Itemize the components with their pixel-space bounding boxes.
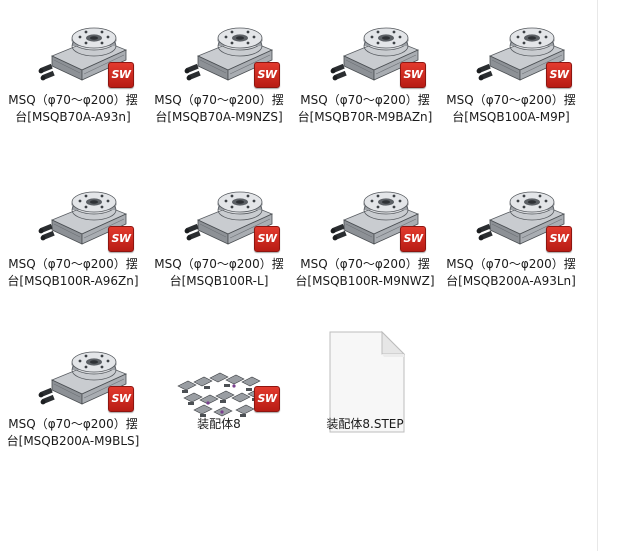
file-thumbnail: SW xyxy=(146,170,292,252)
file-name-label: MSQ（φ70～φ200）摆台[MSQB70R-M9BAZn] xyxy=(297,93,433,124)
badge-text: SW xyxy=(549,232,569,245)
step-file-item[interactable]: 装配体8.STEP xyxy=(292,330,438,480)
badge-text: SW xyxy=(257,232,277,245)
rotary-table-icon xyxy=(476,27,566,81)
file-thumbnail xyxy=(292,330,438,433)
file-name-label: MSQ（φ70～φ200）摆台[MSQB100A-M9P] xyxy=(446,93,576,124)
part-file-item[interactable]: SW MSQ（φ70～φ200）摆台[MSQB100R-L] xyxy=(146,170,292,320)
part-file-item[interactable]: SW MSQ（φ70～φ200）摆台[MSQB70R-M9BAZn] xyxy=(292,6,438,156)
file-thumbnail: SW xyxy=(146,6,292,88)
file-thumbnail: SW xyxy=(292,170,438,252)
rotary-table-icon xyxy=(330,27,420,81)
file-thumbnail: SW xyxy=(146,330,292,417)
file-thumbnail: SW xyxy=(438,6,584,88)
file-name-label: MSQ（φ70～φ200）摆台[MSQB100R-L] xyxy=(154,257,284,288)
rotary-table-icon xyxy=(38,191,128,245)
solidworks-badge-icon: SW xyxy=(400,226,426,252)
rotary-table-icon xyxy=(38,351,128,405)
badge-text: SW xyxy=(403,68,423,81)
solidworks-badge-icon: SW xyxy=(254,226,280,252)
file-name-label: 装配体8.STEP xyxy=(326,417,404,431)
file-thumbnail: SW xyxy=(0,170,146,252)
solidworks-badge-icon: SW xyxy=(108,386,134,412)
file-name-label: MSQ（φ70～φ200）摆台[MSQB70A-A93n] xyxy=(8,93,138,124)
scrollbar-track[interactable] xyxy=(597,0,598,551)
badge-text: SW xyxy=(257,68,277,81)
rotary-table-icon xyxy=(184,191,274,245)
rotary-table-icon xyxy=(38,27,128,81)
badge-text: SW xyxy=(257,392,277,405)
part-file-item[interactable]: SW MSQ（φ70～φ200）摆台[MSQB200A-A93Ln] xyxy=(438,170,584,320)
file-grid: SW MSQ（φ70～φ200）摆台[MSQB70A-A93n] SW MSQ（φ7… xyxy=(0,0,598,551)
file-name-label: 装配体8 xyxy=(197,417,241,431)
document-icon xyxy=(329,330,406,433)
badge-text: SW xyxy=(403,232,423,245)
file-thumbnail: SW xyxy=(0,6,146,88)
rotary-table-icon xyxy=(476,191,566,245)
file-name-label: MSQ（φ70～φ200）摆台[MSQB200A-A93Ln] xyxy=(446,257,576,288)
badge-text: SW xyxy=(111,68,131,81)
badge-text: SW xyxy=(111,232,131,245)
part-file-item[interactable]: SW MSQ（φ70～φ200）摆台[MSQB100A-M9P] xyxy=(438,6,584,156)
solidworks-badge-icon: SW xyxy=(546,62,572,88)
solidworks-badge-icon: SW xyxy=(400,62,426,88)
file-name-label: MSQ（φ70～φ200）摆台[MSQB100R-M9NWZ] xyxy=(295,257,435,288)
rotary-table-icon xyxy=(184,27,274,81)
part-file-item[interactable]: SW MSQ（φ70～φ200）摆台[MSQB70A-A93n] xyxy=(0,6,146,156)
solidworks-badge-icon: SW xyxy=(546,226,572,252)
file-thumbnail: SW xyxy=(0,330,146,412)
part-file-item[interactable]: SW MSQ（φ70～φ200）摆台[MSQB200A-M9BLS] xyxy=(0,330,146,480)
file-thumbnail: SW xyxy=(292,6,438,88)
solidworks-badge-icon: SW xyxy=(108,226,134,252)
part-file-item[interactable]: SW MSQ（φ70～φ200）摆台[MSQB70A-M9NZS] xyxy=(146,6,292,156)
assembly-file-item[interactable]: SW 装配体8 xyxy=(146,330,292,480)
solidworks-badge-icon: SW xyxy=(254,386,280,412)
badge-text: SW xyxy=(111,392,131,405)
solidworks-badge-icon: SW xyxy=(254,62,280,88)
file-name-label: MSQ（φ70～φ200）摆台[MSQB200A-M9BLS] xyxy=(6,417,140,448)
badge-text: SW xyxy=(549,68,569,81)
file-name-label: MSQ（φ70～φ200）摆台[MSQB100R-A96Zn] xyxy=(7,257,139,288)
rotary-table-icon xyxy=(330,191,420,245)
part-file-item[interactable]: SW MSQ（φ70～φ200）摆台[MSQB100R-M9NWZ] xyxy=(292,170,438,320)
solidworks-badge-icon: SW xyxy=(108,62,134,88)
part-file-item[interactable]: SW MSQ（φ70～φ200）摆台[MSQB100R-A96Zn] xyxy=(0,170,146,320)
assembly-icon xyxy=(177,372,267,417)
file-thumbnail: SW xyxy=(438,170,584,252)
file-name-label: MSQ（φ70～φ200）摆台[MSQB70A-M9NZS] xyxy=(154,93,284,124)
